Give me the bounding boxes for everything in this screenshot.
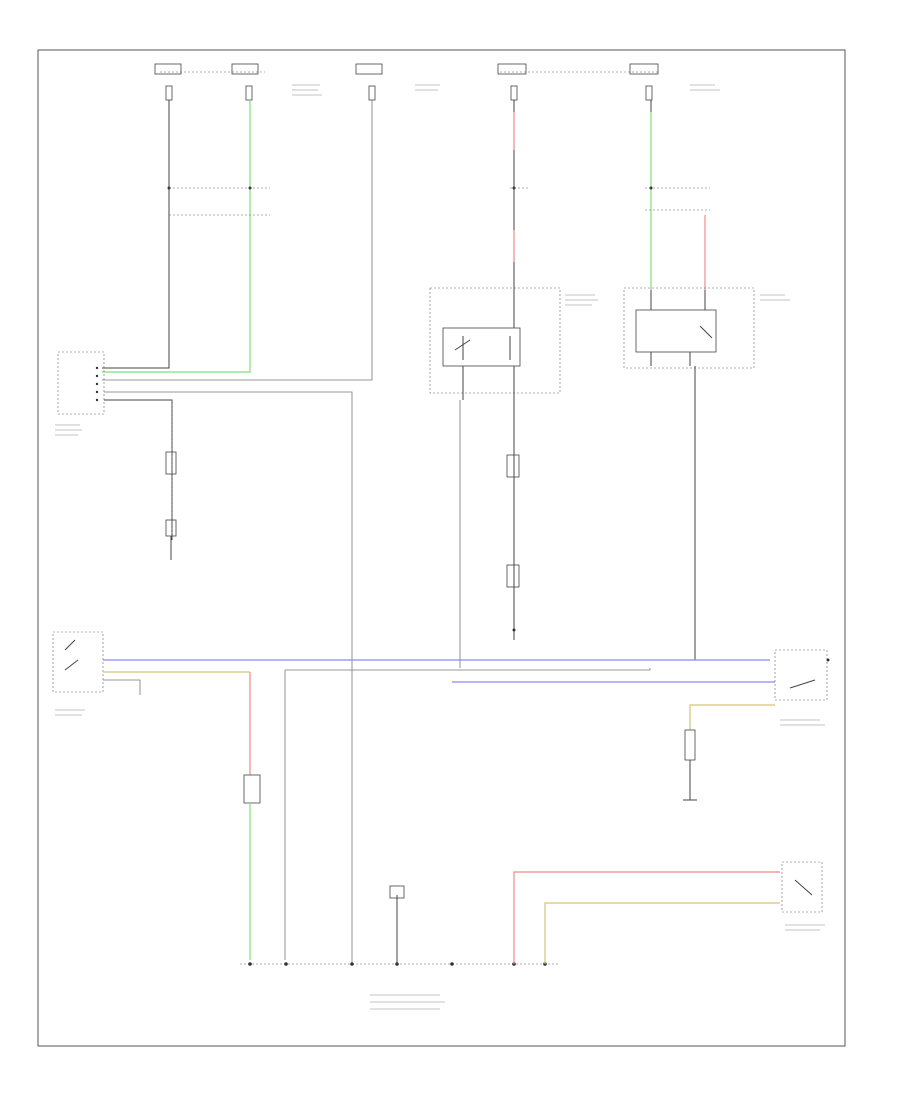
wire-col1 (102, 100, 170, 369)
wire-pink-bottom (513, 871, 780, 964)
wire-tan-bottom (544, 902, 780, 964)
wire-tan-2 (689, 704, 775, 730)
compressor-clutch (683, 649, 830, 801)
wire-ac-relay-to-compressor (694, 366, 770, 661)
evap-sensor (165, 451, 177, 560)
wire-col3 (102, 100, 373, 381)
fuse-group (165, 85, 653, 101)
wire-col2-green (102, 100, 251, 373)
power-bus-top (154, 63, 660, 75)
junction-connectors-left (167, 186, 710, 216)
pressure-switch-module (52, 631, 775, 960)
center-inline-connectors (459, 400, 520, 668)
diagram-frame (37, 49, 846, 1047)
ac-control-module (57, 351, 353, 962)
label-ticks (55, 84, 825, 1010)
bottom-right-sensor-wires (513, 861, 823, 964)
ac-relay-box (623, 287, 770, 661)
ecm-connector-bus (240, 885, 560, 966)
left-vertical-run (243, 672, 261, 960)
cooling-fan-relay-box (429, 262, 561, 640)
